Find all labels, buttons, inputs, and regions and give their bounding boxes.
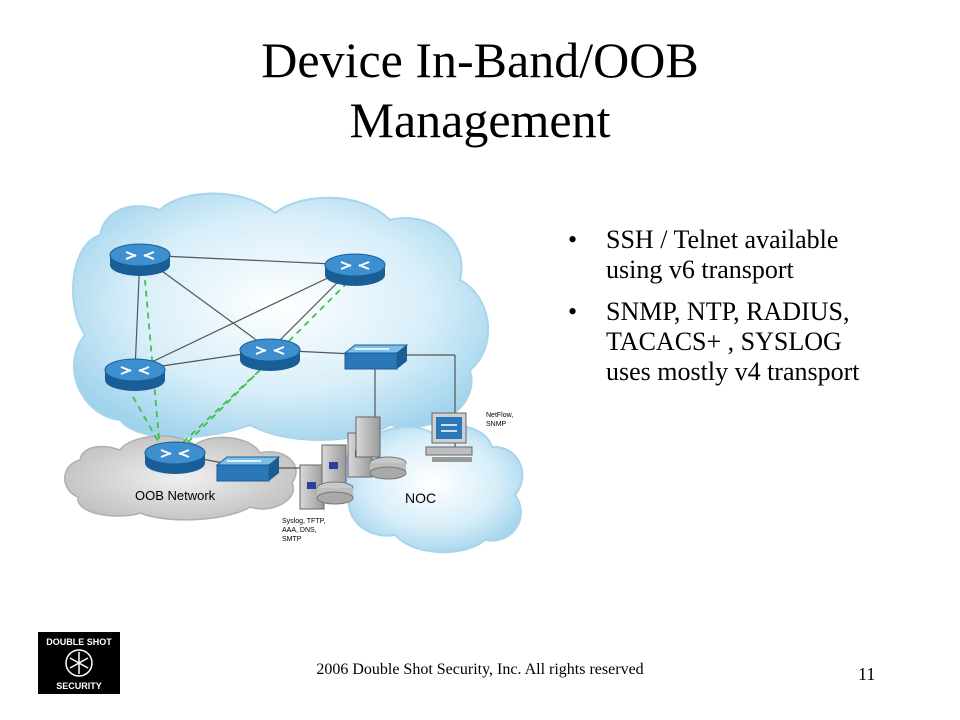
footer-copyright: 2006 Double Shot Security, Inc. All righ… <box>316 661 644 678</box>
bullet-line: using v6 transport <box>606 255 794 284</box>
title-line-2: Management <box>349 92 611 148</box>
title-line-1: Device In-Band/OOB <box>261 32 699 88</box>
switch-icon <box>343 344 409 370</box>
bullet-item: • SSH / Telnet available using v6 transp… <box>568 225 928 285</box>
bullet-line: uses mostly v4 transport <box>606 357 860 386</box>
network-diagram: OOB Network NOC NetFlow, SNMP Syslog, TF… <box>64 192 524 554</box>
page-number: 11 <box>858 664 876 684</box>
bullet-dot-icon: • <box>568 225 578 254</box>
netflow-label-line-1: NetFlow, <box>486 412 513 419</box>
double-shot-logo: DOUBLE SHOT SECURITY <box>38 632 120 694</box>
oob-router-icon <box>144 441 206 474</box>
router-icon <box>239 338 301 371</box>
bullet-line: SNMP, NTP, RADIUS, <box>606 297 850 326</box>
bullet-line: TACACS+ , SYSLOG <box>606 327 842 356</box>
slide-title: Device In-Band/OOB Management <box>0 30 960 150</box>
netflow-snmp-label: NetFlow, SNMP <box>486 412 515 428</box>
logo-text-top: DOUBLE SHOT <box>46 637 112 647</box>
oob-network-label: OOB Network <box>135 488 216 503</box>
services-label-line-1: Syslog, TFTP, <box>282 518 325 525</box>
services-label-line-2: AAA, DNS, <box>282 527 317 534</box>
netflow-label-line-2: SNMP <box>486 421 507 428</box>
server-towers-icon <box>299 416 407 510</box>
bullet-line: SSH / Telnet available <box>606 225 839 254</box>
router-icon <box>104 358 166 391</box>
router-icon <box>324 253 386 286</box>
bullet-item: • SNMP, NTP, RADIUS, TACACS+ , SYSLOG us… <box>568 297 928 387</box>
bullet-dot-icon: • <box>568 297 578 326</box>
services-label-line-3: SMTP <box>282 536 302 543</box>
logo-text-bottom: SECURITY <box>56 681 102 691</box>
oob-switch-icon <box>215 456 281 482</box>
workstation-icon <box>425 412 473 462</box>
services-label: Syslog, TFTP, AAA, DNS, SMTP <box>282 518 327 543</box>
noc-label: NOC <box>405 490 436 506</box>
router-icon <box>109 243 171 276</box>
oob-management-links <box>131 279 346 451</box>
backbone-cloud <box>72 192 490 442</box>
bullet-list: • SSH / Telnet available using v6 transp… <box>568 225 928 399</box>
